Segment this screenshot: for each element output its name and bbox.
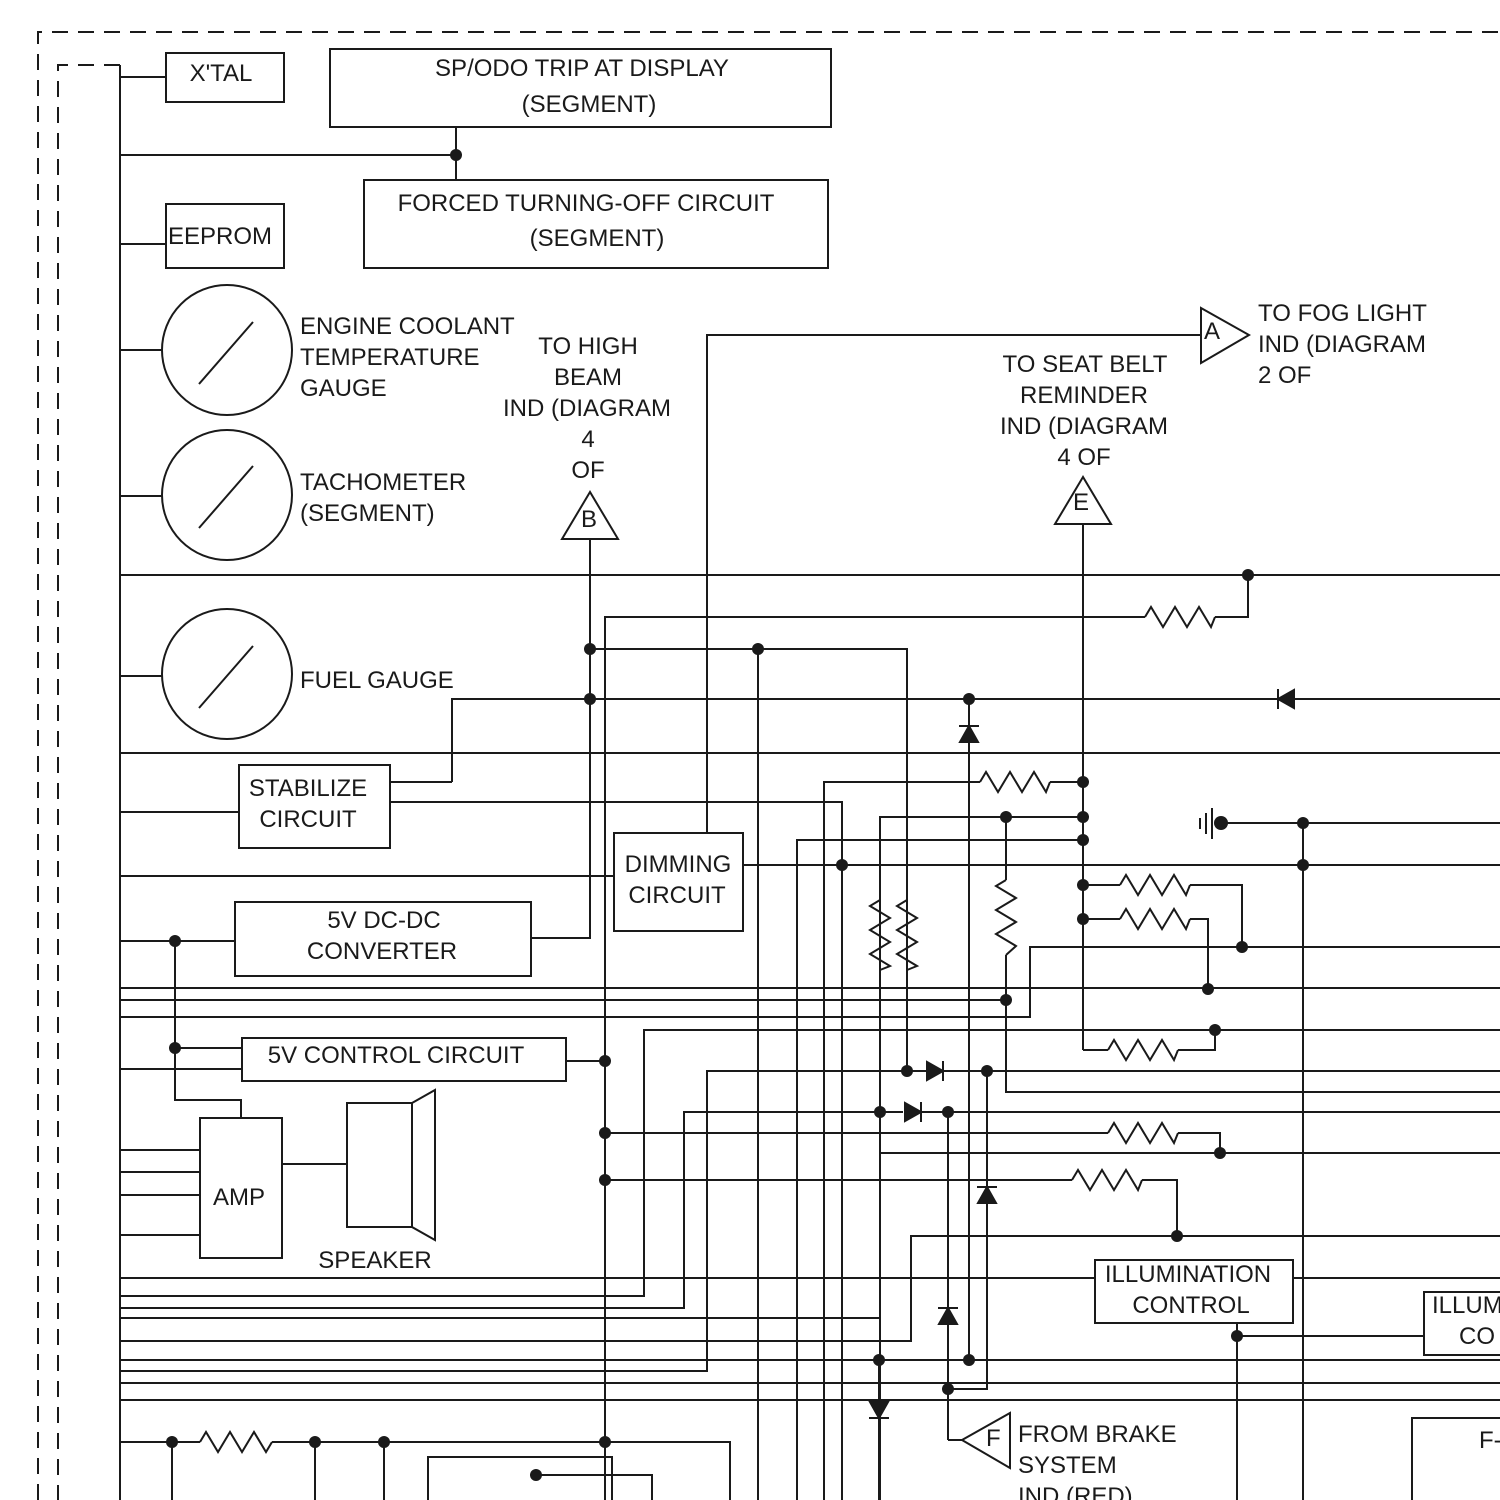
dimming-circuit-block: DIMMING CIRCUIT xyxy=(614,833,743,931)
speaker-label: SPEAKER xyxy=(318,1247,431,1274)
illum-cut-label-line1: ILLUM xyxy=(1432,1292,1500,1319)
fuel-gauge-icon xyxy=(162,609,292,739)
brake-line2: SYSTEM xyxy=(1018,1452,1117,1479)
amp-label: AMP xyxy=(213,1184,265,1211)
eeprom-label: EEPROM xyxy=(168,223,272,250)
xtal-label: X'TAL xyxy=(190,60,253,87)
ground-icon xyxy=(1200,808,1228,839)
amp-block: AMP xyxy=(200,1118,282,1258)
stabilize-label-line2: CIRCUIT xyxy=(259,806,357,833)
dc-dc-converter-block: 5V DC-DC CONVERTER xyxy=(235,902,531,976)
connector-f-letter: F xyxy=(986,1425,1001,1452)
connector-b-letter: B xyxy=(581,506,597,533)
coolant-label-line2: TEMPERATURE xyxy=(300,344,480,371)
sp-odo-label-line1: SP/ODO TRIP AT DISPLAY xyxy=(435,55,729,82)
f-cut-label: F- xyxy=(1479,1427,1500,1454)
fog-line3: 2 OF xyxy=(1258,362,1311,389)
connector-a-icon: A xyxy=(1201,308,1249,363)
stabilize-label-line1: STABILIZE xyxy=(249,775,367,802)
sp-odo-label-line2: (SEGMENT) xyxy=(522,91,657,118)
high-beam-line5: OF xyxy=(571,457,604,484)
dcdc-label-line2: CONVERTER xyxy=(307,938,457,965)
brake-line3: IND (RED) xyxy=(1018,1483,1133,1500)
coolant-gauge-icon xyxy=(162,285,292,415)
forced-turning-off-block: FORCED TURNING-OFF CIRCUIT (SEGMENT) xyxy=(364,180,828,268)
xtal-block: X'TAL xyxy=(166,53,284,102)
illum-cut-label-line2: CO xyxy=(1459,1323,1495,1350)
fog-line1: TO FOG LIGHT xyxy=(1258,300,1427,327)
dimming-label-line1: DIMMING xyxy=(625,851,732,878)
speaker-icon xyxy=(347,1090,435,1240)
seat-belt-line1: TO SEAT BELT xyxy=(1003,351,1168,378)
high-beam-line2: BEAM xyxy=(554,364,622,391)
fog-line2: IND (DIAGRAM xyxy=(1258,331,1426,358)
forced-label-line2: (SEGMENT) xyxy=(530,225,665,252)
seat-belt-line3: IND (DIAGRAM xyxy=(1000,413,1168,440)
tacho-label-line2: (SEGMENT) xyxy=(300,500,435,527)
seat-belt-line2: REMINDER xyxy=(1020,382,1148,409)
connector-f-icon: F xyxy=(962,1413,1010,1468)
illum-label-line1: ILLUMINATION xyxy=(1105,1261,1271,1288)
coolant-label-line1: ENGINE COOLANT xyxy=(300,313,515,340)
eeprom-block: EEPROM xyxy=(166,204,284,268)
dimming-label-line2: CIRCUIT xyxy=(628,882,726,909)
tachometer-icon xyxy=(162,430,292,560)
connector-b-icon: B xyxy=(562,492,618,539)
illumination-control-block-cut: ILLUM CO xyxy=(1424,1292,1500,1355)
connector-a-letter: A xyxy=(1204,318,1220,345)
brake-line1: FROM BRAKE xyxy=(1018,1421,1177,1448)
illumination-control-block: ILLUMINATION CONTROL xyxy=(1095,1260,1293,1323)
control5v-label: 5V CONTROL CIRCUIT xyxy=(268,1042,525,1069)
dcdc-label-line1: 5V DC-DC xyxy=(327,907,440,934)
high-beam-line1: TO HIGH xyxy=(538,333,638,360)
coolant-label-line3: GAUGE xyxy=(300,375,387,402)
tacho-label-line1: TACHOMETER xyxy=(300,469,466,496)
fuel-label: FUEL GAUGE xyxy=(300,667,454,694)
stabilize-circuit-block: STABILIZE CIRCUIT xyxy=(239,765,390,848)
control-5v-block: 5V CONTROL CIRCUIT xyxy=(242,1038,566,1081)
sp-odo-display-block: SP/ODO TRIP AT DISPLAY (SEGMENT) xyxy=(330,49,831,127)
high-beam-line3: IND (DIAGRAM xyxy=(503,395,671,422)
seat-belt-line4: 4 OF xyxy=(1057,444,1110,471)
connector-e-icon: E xyxy=(1055,477,1111,524)
forced-label-line1: FORCED TURNING-OFF CIRCUIT xyxy=(398,190,775,217)
high-beam-line4: 4 xyxy=(581,426,594,453)
illum-label-line2: CONTROL xyxy=(1132,1292,1249,1319)
connector-e-letter: E xyxy=(1073,489,1089,516)
